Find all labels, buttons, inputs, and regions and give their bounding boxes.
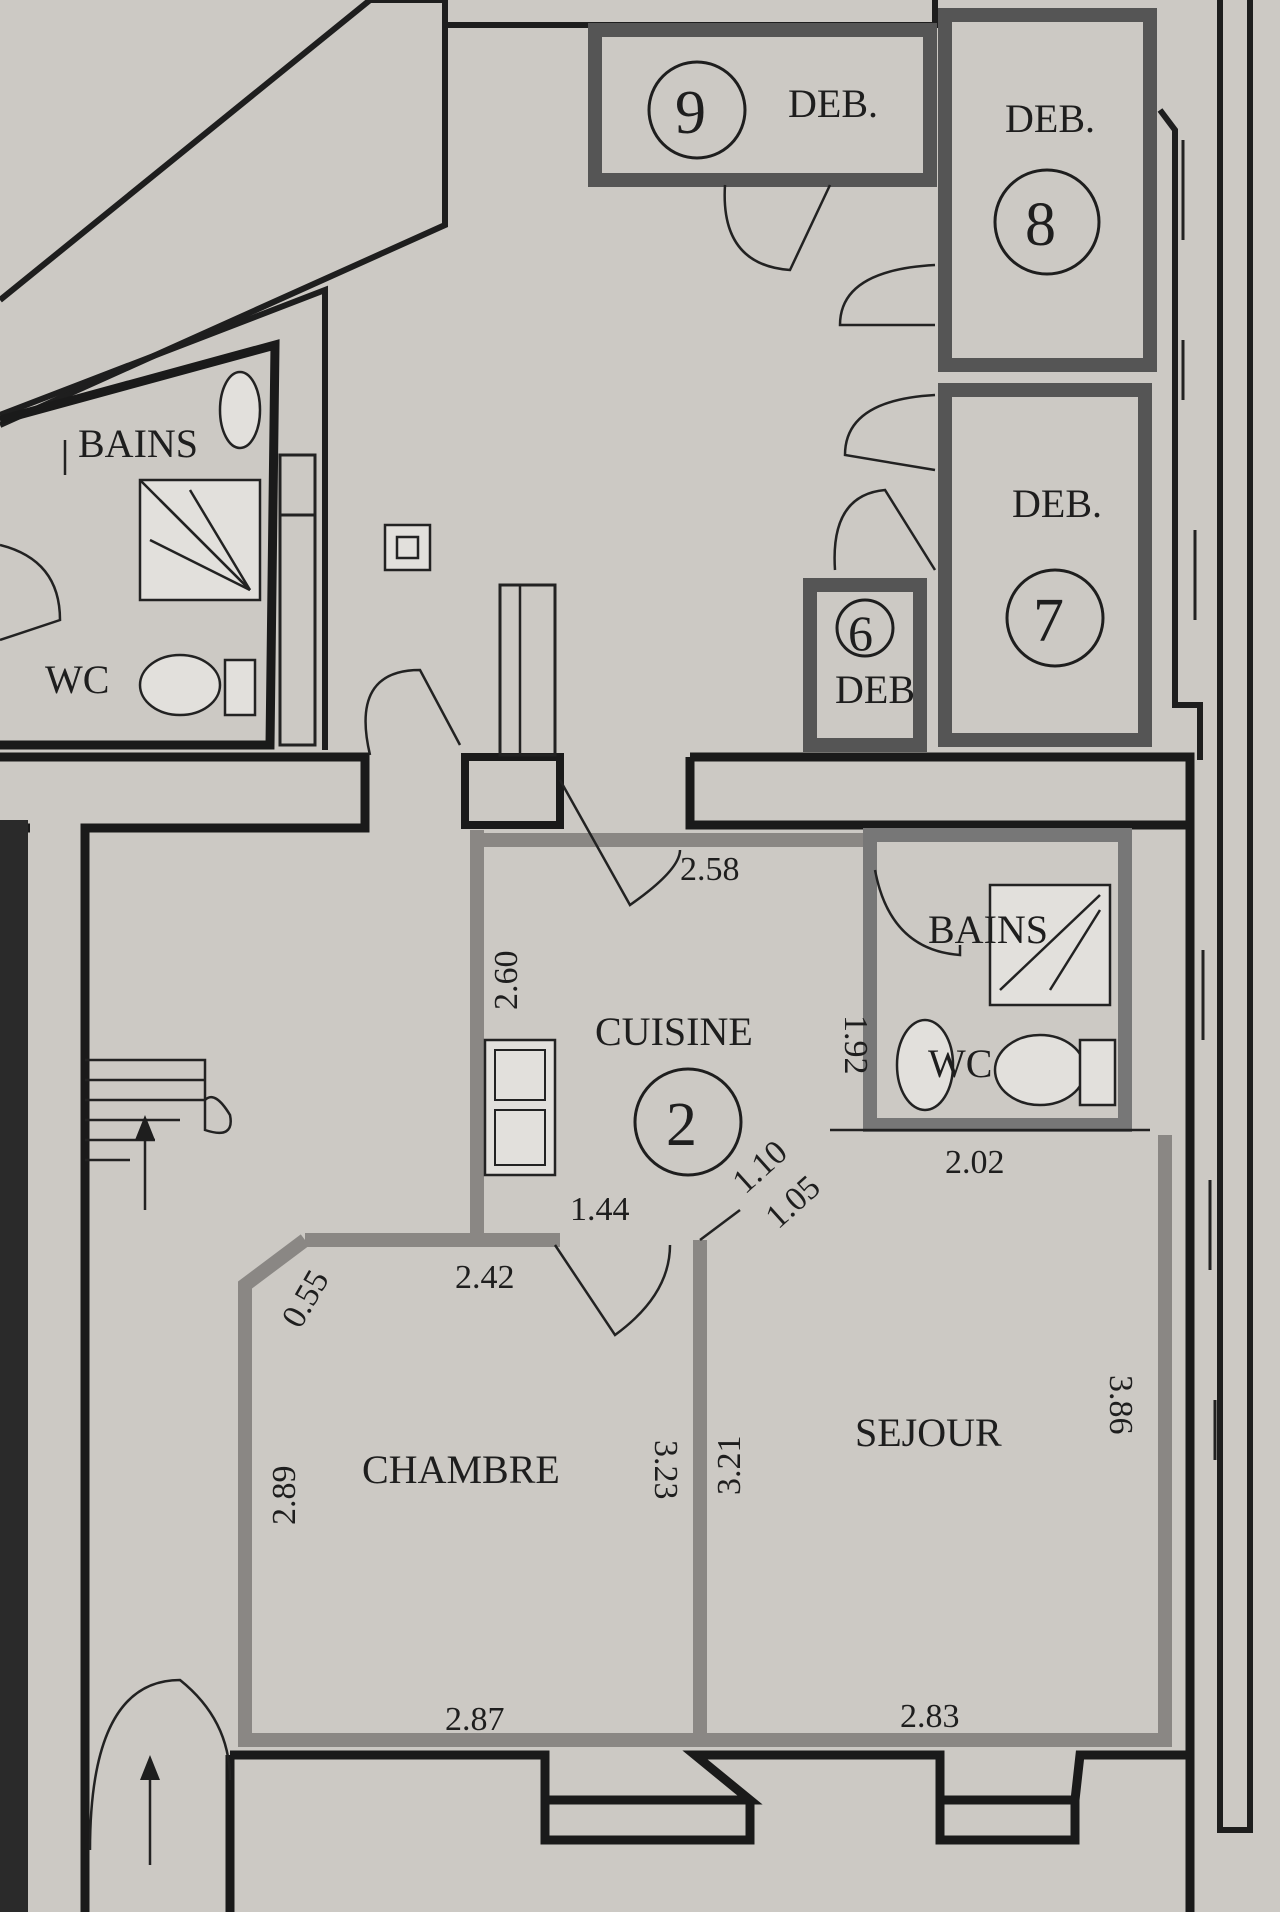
room-label-deb-7: DEB. — [1012, 481, 1102, 526]
door-swing — [843, 393, 936, 472]
room-number-deb-8: 8 — [1025, 191, 1056, 259]
stairs — [0, 820, 232, 1912]
dimension-label: 2.89 — [266, 1466, 303, 1526]
exterior-dashes — [1181, 140, 1222, 1660]
room-label-deb-9: DEB. — [788, 81, 878, 126]
door-swing — [0, 543, 62, 642]
room-label-deb-8: DEB. — [1005, 96, 1095, 141]
room-label-bains-left: BAINS — [78, 421, 198, 466]
dimension-label: 3.86 — [1102, 1375, 1139, 1435]
left-bathroom-block — [0, 339, 317, 750]
room-number-deb-7: 7 — [1033, 587, 1064, 655]
room-label-deb-6: DEB — [835, 667, 915, 712]
door-swing — [558, 779, 682, 907]
dimension-label: 2.42 — [455, 1259, 515, 1296]
room-label-cuisine: CUISINE — [595, 1009, 753, 1054]
room-label-bains-right: BAINS — [928, 907, 1048, 952]
corridor-walls — [0, 523, 1195, 1912]
dimension-label: 1.92 — [837, 1015, 874, 1075]
door-swing — [723, 184, 832, 272]
door-swing — [838, 263, 936, 327]
room-number-circle — [993, 168, 1101, 276]
dimension-label: 3.21 — [711, 1436, 748, 1496]
door-swing — [833, 488, 937, 571]
dimension-label: 3.23 — [647, 1440, 684, 1500]
dimension-label: 2.87 — [445, 1701, 505, 1738]
room-label-wc-right: WC — [928, 1041, 992, 1086]
sink-icon — [483, 1038, 557, 1177]
room-number-circle — [1005, 568, 1105, 668]
kitchen — [470, 779, 870, 1235]
right-bathroom — [830, 828, 1150, 1132]
storage-closets — [588, 0, 1253, 1833]
door-swing — [364, 668, 462, 756]
dimension-label: 2.83 — [900, 1698, 960, 1735]
room-number-circle — [835, 598, 895, 658]
room-label-sejour: SEJOUR — [855, 1410, 1002, 1455]
sink-icon — [218, 370, 262, 450]
toilet-icon — [993, 1033, 1087, 1107]
sink-icon — [895, 1018, 955, 1112]
room-label-wc-left: WC — [45, 657, 109, 702]
room-number-cuisine: 2 — [666, 1091, 697, 1159]
bedroom-living — [88, 1135, 1190, 1912]
room-number-circle — [647, 60, 747, 160]
dimension-label: 2.02 — [945, 1144, 1005, 1181]
arrow-up-icon — [140, 1755, 160, 1780]
room-label-chambre: CHAMBRE — [362, 1447, 560, 1492]
room-number-deb-6: 6 — [848, 605, 873, 661]
room-number-circle — [633, 1067, 743, 1177]
dimension-label: 2.60 — [488, 951, 525, 1011]
door-swing — [553, 1244, 672, 1337]
toilet-icon — [138, 653, 222, 717]
dimension-label: 1.44 — [570, 1191, 630, 1228]
room-number-deb-9: 9 — [675, 79, 706, 147]
arrow-up-icon — [135, 1115, 155, 1140]
door-swing — [873, 869, 962, 957]
dimension-label: 2.58 — [680, 851, 740, 888]
door-swing — [88, 1678, 232, 1851]
